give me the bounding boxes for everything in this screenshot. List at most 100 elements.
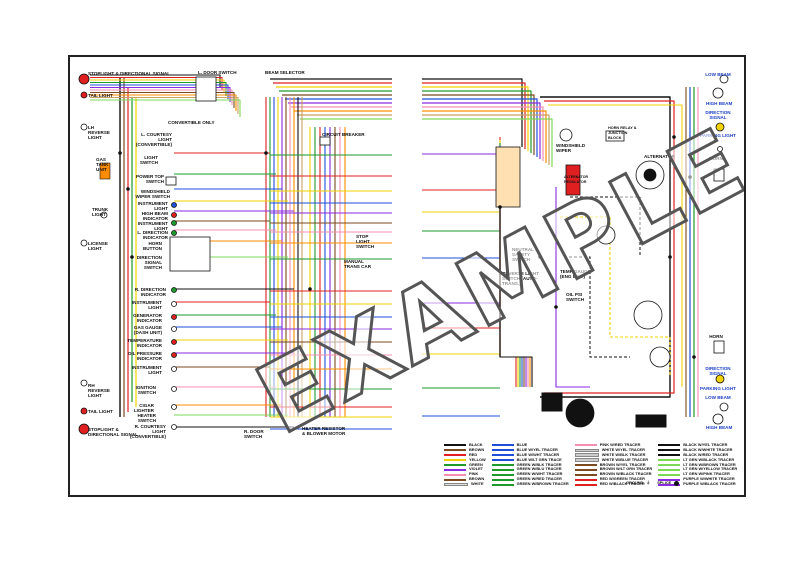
label-circuit-breaker: CIRCUIT BREAKER bbox=[322, 132, 365, 137]
wire bbox=[422, 118, 553, 167]
legend-label: BROWN W/YEL TRACER bbox=[599, 461, 646, 467]
label-oil-psi-switch: OIL PSI SWITCH bbox=[566, 292, 585, 302]
starter-motor bbox=[565, 398, 595, 428]
legend-item: LT GRN W/YELLOW TRACER bbox=[658, 467, 737, 472]
wire-layer bbox=[78, 57, 729, 495]
legend-swatch bbox=[444, 449, 466, 452]
legend-item: LT GRN W/PINK TRACER bbox=[658, 471, 737, 477]
legend-item: GREEN W/BLK TRACER bbox=[491, 461, 569, 468]
trunk-lamp bbox=[100, 211, 108, 219]
lh-reverse-lamp bbox=[80, 123, 88, 131]
legend-label: GREEN W/BLU TRACER bbox=[516, 466, 562, 472]
legend-label: GREEN W/RED TRACER bbox=[516, 476, 562, 482]
label-beam-selector: BEAM SELECTOR bbox=[265, 70, 305, 75]
wire bbox=[90, 96, 239, 114]
indicator-lamp bbox=[171, 314, 177, 320]
stoplight-top-lamp bbox=[78, 73, 90, 85]
stoplight-bottom-lamp bbox=[78, 423, 90, 435]
label-manual-trans: MANUAL TRANS CAR bbox=[344, 259, 372, 269]
wire bbox=[90, 99, 241, 117]
legend-item: BLACK W/WHITE TRACER bbox=[658, 447, 737, 453]
label-instrument-light-1: INSTRUMENT LIGHT bbox=[137, 201, 168, 211]
label-gas-tank: GAS TANK UNIT bbox=[96, 157, 109, 172]
splice-dot bbox=[264, 151, 268, 155]
label-tail-light-bottom: TAIL LIGHT bbox=[88, 409, 113, 414]
indicator-lamp bbox=[171, 352, 177, 358]
splice-label: SPLICE bbox=[657, 480, 672, 486]
high-beam-bottom-lamp bbox=[712, 413, 724, 425]
label-horn-relay: HORN RELAY & JUNCTION BLOCK bbox=[608, 126, 637, 140]
legend-label: YELLOW bbox=[469, 456, 486, 462]
legend-swatch bbox=[491, 464, 514, 466]
splice-dot bbox=[538, 255, 542, 259]
label-power-top: POWER TOP SWITCH bbox=[136, 174, 164, 184]
splice-dot bbox=[498, 205, 502, 209]
legend-item: WHITE W/BLK TRACER bbox=[574, 451, 652, 458]
wire bbox=[422, 106, 544, 161]
legend-label: RED W/GREEN TRACER bbox=[599, 476, 645, 482]
indicator-lamp bbox=[171, 230, 177, 236]
low-beam-top-lamp bbox=[719, 74, 729, 84]
legend-label: GREEN bbox=[469, 461, 483, 467]
legend-label: BROWN W/LT GRN TRACER bbox=[599, 466, 653, 472]
legend-item: RED bbox=[444, 452, 486, 458]
legend-item: BROWN bbox=[444, 476, 486, 482]
legend-swatch bbox=[658, 454, 681, 457]
legend-item: BLUE bbox=[491, 442, 569, 448]
label-heater-resistor: HEATER RESISTOR & BLOWER MOTOR bbox=[302, 426, 346, 436]
power-top-switch-box bbox=[165, 176, 177, 186]
splice-dot bbox=[554, 305, 558, 309]
label-windshield-wiper: WINDSHIELD WIPER SWITCH bbox=[135, 189, 170, 199]
legend-swatch bbox=[574, 444, 597, 447]
coil-box bbox=[541, 392, 563, 412]
legend-label: LT GRN W/BLACK TRACER bbox=[683, 456, 735, 462]
label-stoplight-bottom: STOPLIGHT & DIRECTIONAL SIGNAL bbox=[88, 427, 138, 437]
label-parking-light-bottom: PARKING LIGHT bbox=[700, 386, 736, 391]
tail-light-top-lamp bbox=[80, 91, 88, 99]
label-high-beam-top: HIGH BEAM bbox=[706, 101, 733, 106]
gas-tank-unit bbox=[99, 162, 111, 180]
legend-label: WHITE bbox=[471, 481, 484, 487]
license-lamp bbox=[80, 239, 88, 247]
legend-label: LT GRN W/PINK TRACER bbox=[683, 471, 730, 477]
legend-swatch bbox=[444, 454, 466, 457]
legend-swatch bbox=[444, 468, 466, 471]
indicator-lamp bbox=[171, 212, 177, 218]
label-alternator-regulator: ALTERNATOR REGULATOR bbox=[564, 175, 589, 184]
wire bbox=[90, 79, 225, 93]
label-battery: BATTERY bbox=[644, 420, 666, 425]
label-oil-pressure-ind: OIL PRESSURE INDICATOR bbox=[127, 351, 162, 361]
label-lh-reverse: LH REVERSE LIGHT bbox=[88, 125, 110, 140]
legend-label: BLUE W/WHT TRACER bbox=[516, 451, 560, 457]
wire bbox=[422, 94, 535, 155]
indicator-lamp bbox=[171, 366, 177, 372]
indicator-lamp bbox=[171, 404, 177, 410]
legend-item: GREEN bbox=[444, 461, 486, 468]
dashed-wire bbox=[560, 216, 671, 377]
legend-item: BLACK W/RED TRACER bbox=[658, 452, 737, 458]
wire bbox=[555, 187, 590, 388]
legend-swatch bbox=[444, 478, 466, 481]
legend-label: GREEN W/BLK TRACER bbox=[516, 461, 562, 467]
legend-label: GREEN W/BROWN TRACER bbox=[516, 481, 569, 487]
label-temperature-ind: TEMPERATURE INDICATOR bbox=[127, 338, 162, 348]
label-alternator: ALTERNATOR bbox=[644, 154, 675, 159]
high-beam-top-lamp bbox=[712, 87, 724, 99]
tail-light-bottom-lamp bbox=[80, 407, 88, 415]
legend-swatch bbox=[491, 459, 514, 462]
legend-swatch bbox=[574, 468, 597, 471]
legend-label: BROWN W/BLACK TRACER bbox=[599, 471, 652, 477]
indicator-lamp bbox=[171, 220, 177, 226]
distributor-cap bbox=[596, 225, 616, 245]
label-license-light: LICENSE LIGHT bbox=[88, 241, 108, 251]
label-instrument-light-2: INSTRUMENT LIGHT bbox=[137, 221, 168, 231]
battery-box bbox=[635, 414, 667, 428]
page-gutter bbox=[400, 57, 420, 495]
legend-label: WHITE W/YEL TRACER bbox=[601, 446, 645, 452]
label-tail-light-top: TAIL LIGHT bbox=[88, 93, 113, 98]
legend-item: RED W/GREEN TRACER bbox=[574, 476, 652, 482]
indicator-lamp bbox=[171, 301, 177, 307]
legend-label: WHITE W/BLK TRACER bbox=[601, 451, 646, 457]
